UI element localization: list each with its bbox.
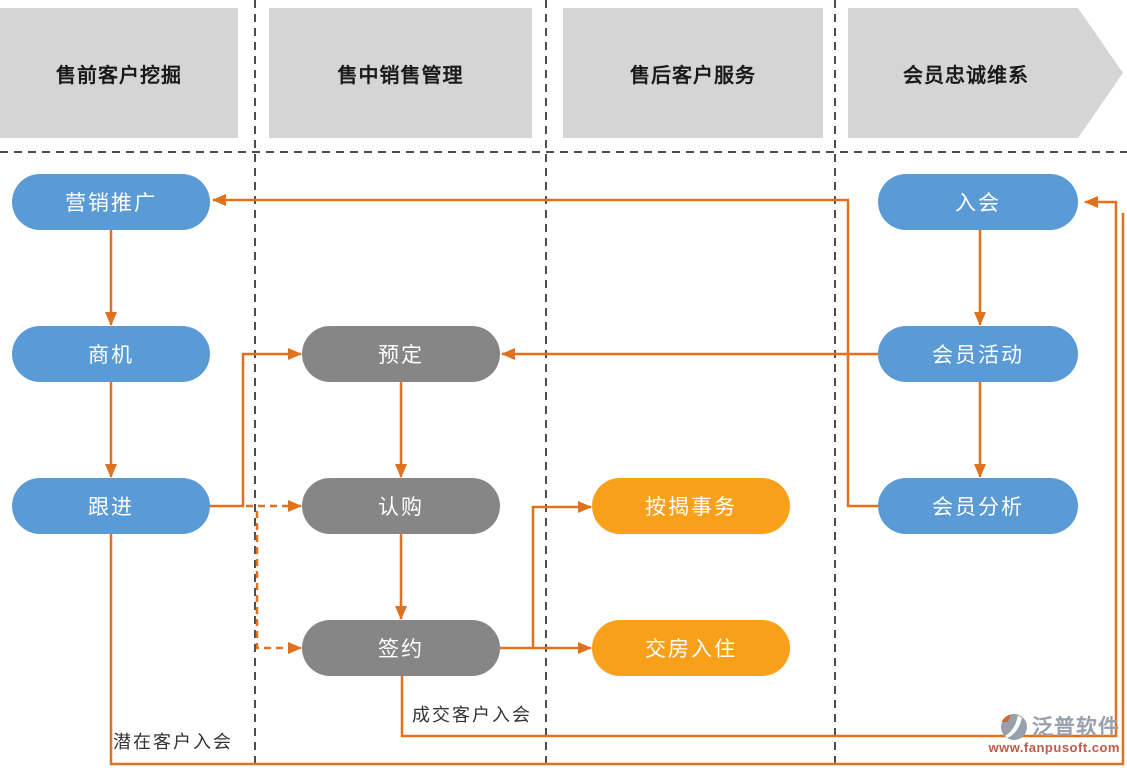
stage-band-insale: 售中销售管理 xyxy=(269,8,532,138)
node-sign: 签约 xyxy=(302,620,500,676)
node-mortgage-label: 按揭事务 xyxy=(645,496,737,519)
stage-label-presale: 售前客户挖掘 xyxy=(56,64,182,87)
node-marketing: 营销推广 xyxy=(12,174,210,230)
fanpu-logo: 泛普软件 www.fanpusoft.com xyxy=(988,710,1120,755)
node-member-activity: 会员活动 xyxy=(878,326,1078,382)
edge-followup-to-join-potential-member xyxy=(109,213,1125,766)
edge-sign-to-mortgage xyxy=(531,501,592,648)
node-member-analysis-label: 会员分析 xyxy=(932,496,1024,519)
node-opportunity: 商机 xyxy=(12,326,210,382)
node-subscribe: 认购 xyxy=(302,478,500,534)
edge-followup-to-reserve xyxy=(210,348,302,508)
fanpu-logo-name: 泛普软件 xyxy=(1032,716,1120,739)
edge-member-analysis-to-marketing xyxy=(212,194,878,508)
stage-band-aftersale: 售后客户服务 xyxy=(563,8,823,138)
annotation-potential-member: 潜在客户入会 xyxy=(113,732,233,752)
node-sign-label: 签约 xyxy=(378,638,424,661)
node-reserve-label: 预定 xyxy=(378,344,424,367)
stage-band-presale: 售前客户挖掘 xyxy=(0,8,238,138)
node-member-analysis: 会员分析 xyxy=(878,478,1078,534)
node-marketing-label: 营销推广 xyxy=(65,192,157,215)
node-subscribe-label: 认购 xyxy=(378,496,424,519)
stage-band-loyalty-arrow: 会员忠诚维系 xyxy=(848,8,1123,138)
node-member-activity-label: 会员活动 xyxy=(932,344,1024,367)
node-movein-label: 交房入住 xyxy=(645,638,737,661)
node-followup-label: 跟进 xyxy=(88,496,134,519)
node-followup: 跟进 xyxy=(12,478,210,534)
stage-label-insale: 售中销售管理 xyxy=(337,64,464,87)
edge-sign-to-join-deal-member xyxy=(400,196,1118,738)
node-join-label: 入会 xyxy=(955,192,1001,215)
fanpu-logo-url: www.fanpusoft.com xyxy=(988,740,1120,755)
node-mortgage: 按揭事务 xyxy=(592,478,790,534)
node-opportunity-label: 商机 xyxy=(88,344,134,367)
node-reserve: 预定 xyxy=(302,326,500,382)
node-join: 入会 xyxy=(878,174,1078,230)
node-movein: 交房入住 xyxy=(592,620,790,676)
stage-label-loyalty: 会员忠诚维系 xyxy=(903,64,1029,87)
fanpu-logo-icon xyxy=(1001,714,1027,740)
stage-label-aftersale: 售后客户服务 xyxy=(630,64,756,87)
edge-followup-to-sign-dashed xyxy=(255,511,302,654)
annotation-deal-member: 成交客户入会 xyxy=(412,705,532,725)
